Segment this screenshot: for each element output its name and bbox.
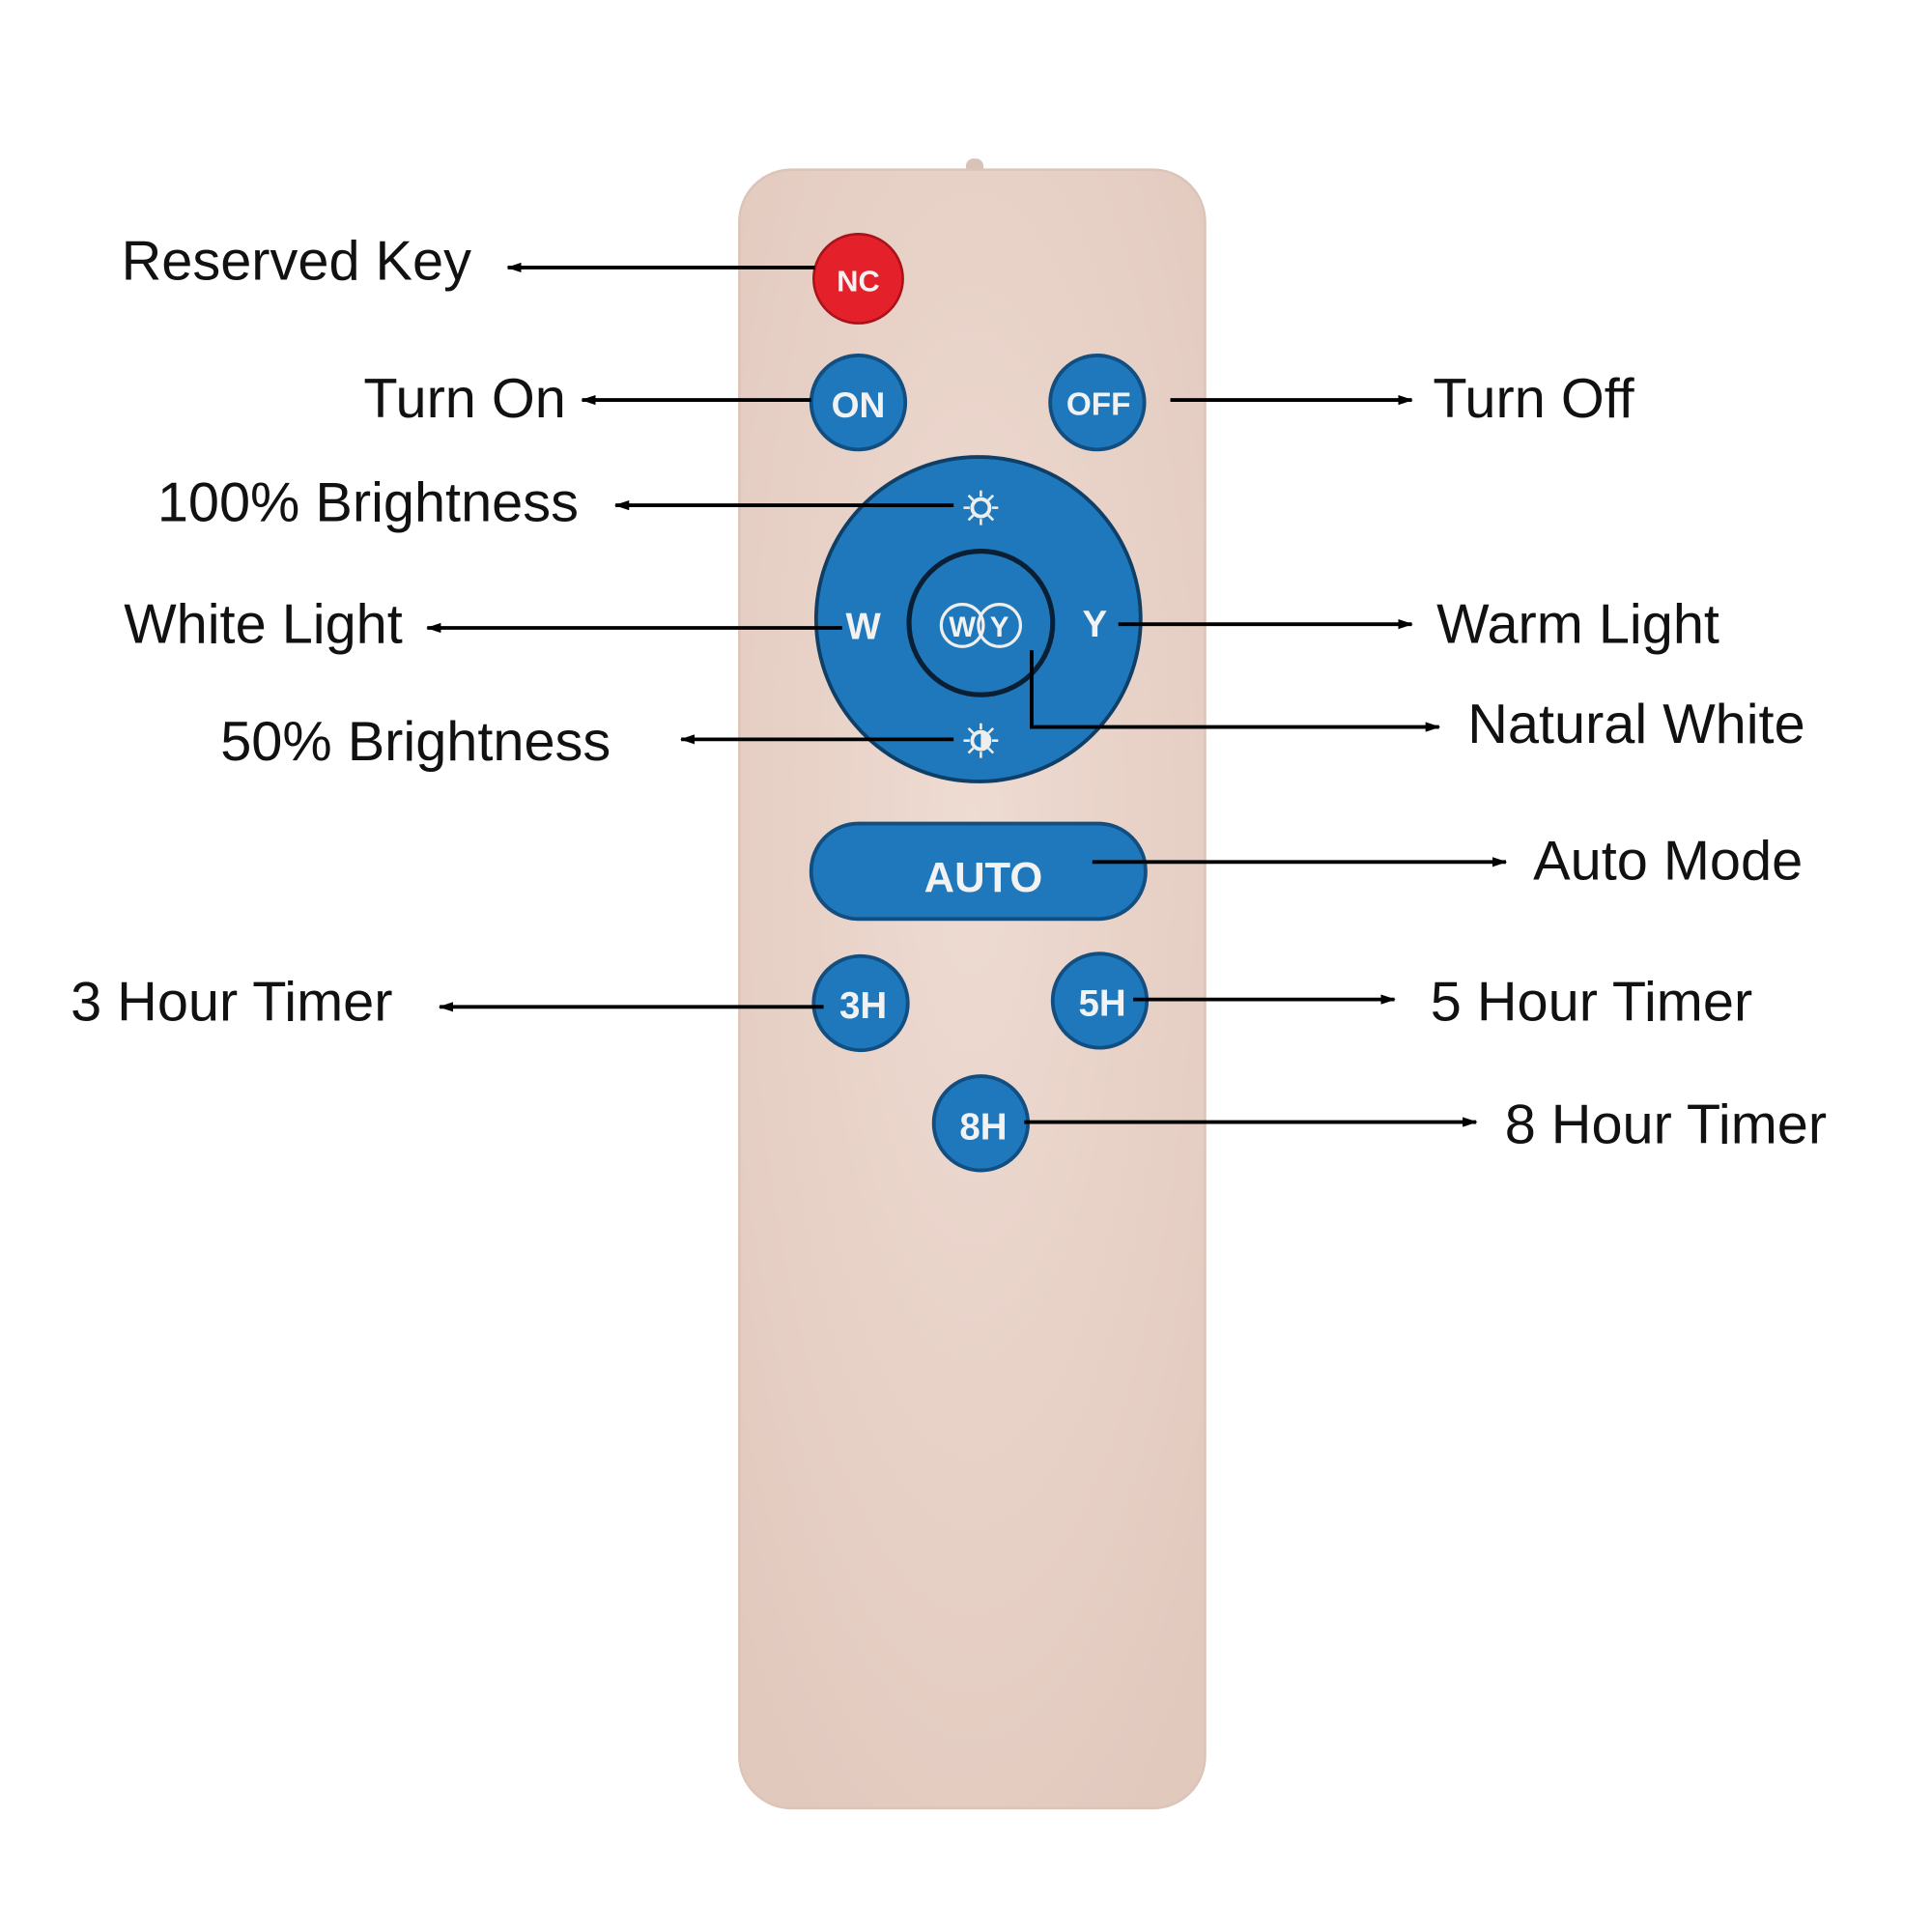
label-timer-8h: 8 Hour Timer [1505,1094,1827,1155]
h5-label: 5H [1078,982,1125,1024]
brightness-50-button[interactable] [962,722,1000,759]
auto-label: AUTO [924,855,1043,901]
sun-full-icon [963,490,999,526]
wy-w-label: W [949,611,976,643]
label-auto-mode: Auto Mode [1533,830,1803,892]
arrow-natural-white [1030,650,1441,732]
callout-arrows [426,262,1508,1127]
off-button[interactable]: OFF [1048,354,1147,452]
w-label: W [845,607,881,648]
label-brightness-50: 50% Brightness [220,711,611,773]
timer-3h-button[interactable]: 3H [811,953,910,1053]
label-natural-white: Natural White [1467,694,1804,755]
on-button[interactable]: ON [809,354,908,452]
h3-label: 3H [839,985,887,1027]
warm-light-button[interactable]: Y [1083,604,1108,645]
color-brightness-pad: W Y W Y [813,455,1143,783]
label-reserved-key: Reserved Key [122,231,471,293]
natural-white-button[interactable]: W Y [906,548,1056,697]
wy-icon: W Y [939,603,1023,648]
label-timer-5h: 5 Hour Timer [1431,971,1752,1033]
white-light-button[interactable]: W [845,607,881,648]
timer-8h-button[interactable]: 8H [931,1074,1031,1173]
label-timer-3h: 3 Hour Timer [71,971,392,1033]
h8-label: 8H [959,1106,1007,1148]
auto-button[interactable]: AUTO [809,821,1148,922]
wy-y-label: Y [990,611,1009,643]
on-label: ON [832,384,886,425]
off-label: OFF [1066,386,1131,422]
label-warm-light: Warm Light [1436,593,1719,655]
label-brightness-100: 100% Brightness [157,472,579,534]
timer-5h-button[interactable]: 5H [1050,952,1150,1050]
nc-label: NC [837,264,879,298]
brightness-100-button[interactable] [963,490,999,526]
nc-button[interactable]: NC [812,233,904,325]
sun-half-icon [962,722,1000,759]
label-white-light: White Light [124,593,403,655]
y-label: Y [1083,604,1108,645]
label-turn-off: Turn Off [1433,368,1634,430]
label-turn-on: Turn On [363,368,565,430]
